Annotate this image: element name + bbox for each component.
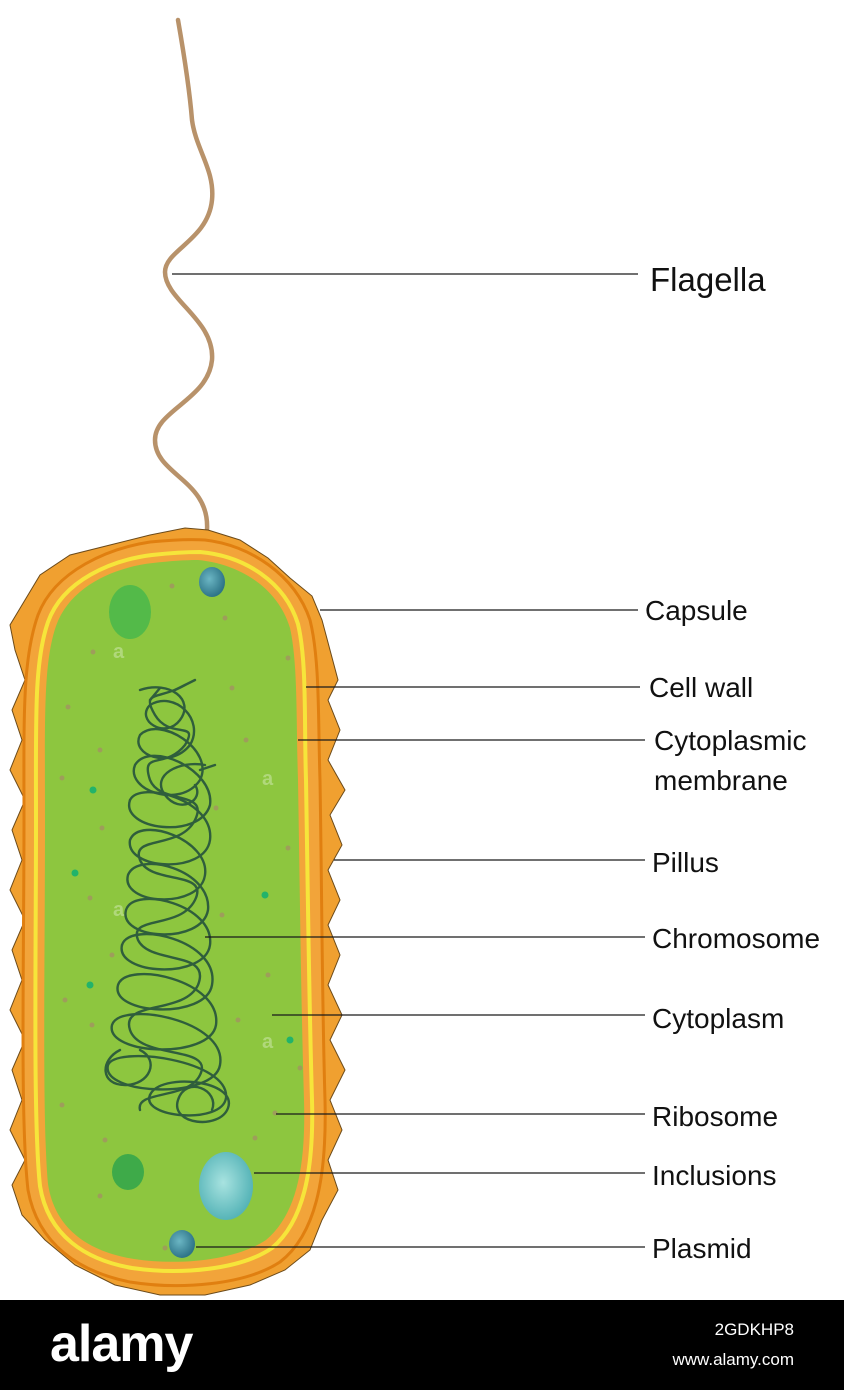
label-flagella: Flagella [650, 261, 766, 298]
label-chromosome: Chromosome [652, 923, 820, 954]
plasmid-top [199, 567, 225, 597]
site-url: www.alamy.com [672, 1350, 794, 1369]
alamy-logo: alamy [50, 1315, 193, 1373]
label-cell-wall: Cell wall [649, 672, 753, 703]
label-ribosome: Ribosome [652, 1101, 778, 1132]
svg-text:a: a [113, 899, 125, 921]
label-inclusions: Inclusions [652, 1160, 777, 1191]
inclusion-green-bottom [112, 1154, 144, 1190]
image-id: 2GDKHP8 [714, 1320, 794, 1339]
chromosome [104, 678, 230, 1124]
svg-text:a: a [262, 1031, 274, 1053]
label-capsule: Capsule [645, 595, 748, 626]
green-granules [71, 786, 294, 1044]
inclusion-green-top [109, 585, 151, 639]
label-plasmid: Plasmid [652, 1233, 752, 1264]
flagellum [152, 17, 215, 533]
ribosomes [59, 583, 303, 1251]
cell-wall [33, 549, 315, 1273]
label-cytoplasm: Cytoplasm [652, 1003, 784, 1034]
svg-text:a: a [262, 768, 274, 790]
bacterial-cell-diagram: a a a a Flagella Capsule Cell wall Cytop… [9, 17, 820, 1296]
label-cytoplasmic-membrane-line2: membrane [654, 765, 788, 796]
plasmid [169, 1230, 195, 1258]
inclusion-blue [199, 1152, 253, 1220]
stock-footer-bar: alamy 2GDKHP8 www.alamy.com [0, 1300, 844, 1390]
faint-watermark-marks: a a a a [113, 641, 274, 1053]
svg-text:a: a [113, 641, 125, 663]
label-pillus: Pillus [652, 847, 719, 878]
cytoplasm [44, 560, 305, 1262]
label-cytoplasmic-membrane-line1: Cytoplasmic [654, 725, 806, 756]
